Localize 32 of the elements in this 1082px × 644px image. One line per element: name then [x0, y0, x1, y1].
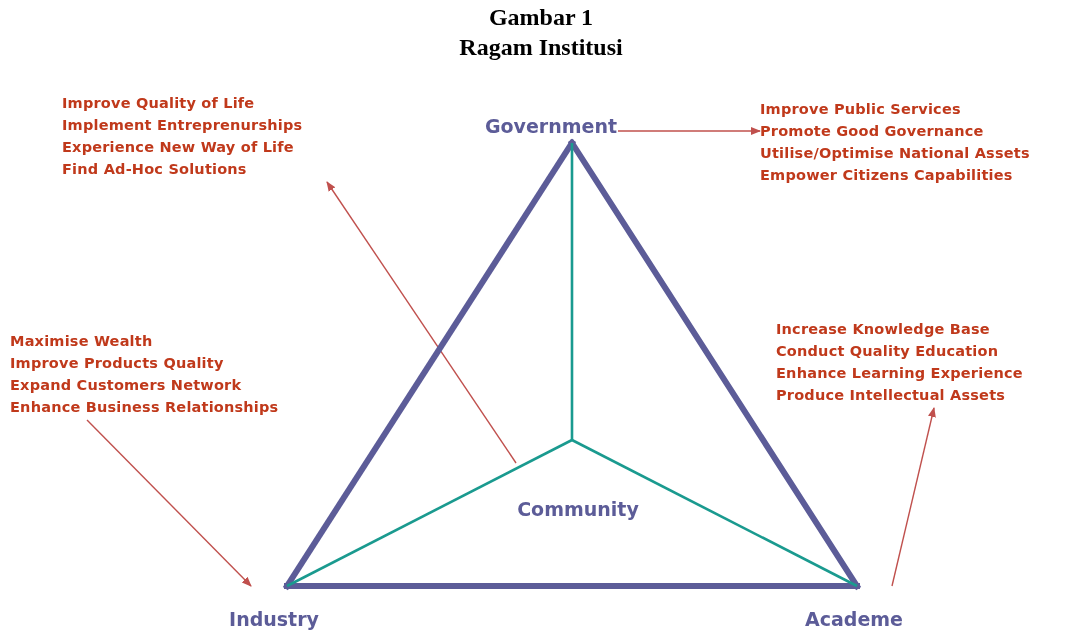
arrow [891, 407, 936, 587]
goal-text: Maximise Wealth [10, 332, 154, 351]
connector-line [571, 438, 858, 588]
figure-title: Ragam Institusi [459, 34, 623, 60]
arrow [617, 127, 761, 135]
goal-text: Increase Knowledge Base [776, 320, 991, 339]
goal-text: Enhance Learning Experience [776, 364, 1024, 383]
arrow [86, 419, 252, 587]
triangle-side [284, 140, 575, 589]
goal-text: Experience New Way of Life [62, 138, 295, 157]
goal-text: Conduct Quality Education [776, 342, 1000, 361]
institution-label: Government [484, 115, 618, 137]
goal-text: Improve Products Quality [10, 354, 225, 373]
triangle-side [569, 140, 860, 589]
triangle-side [284, 583, 860, 589]
goal-text: Expand Customers Network [10, 376, 243, 395]
arrow [326, 181, 517, 464]
goal-text: Improve Public Services [760, 100, 962, 119]
institution-label: Community [517, 498, 639, 520]
goal-text: Empower Citizens Capabilities [760, 166, 1014, 185]
goal-text: Enhance Business Relationships [10, 398, 280, 417]
institution-label: Academe [805, 608, 903, 630]
connector-line [570, 143, 574, 440]
goal-text: Find Ad-Hoc Solutions [62, 160, 248, 179]
connector-line [286, 438, 573, 588]
goal-text: Improve Quality of Life [62, 94, 256, 113]
goal-text: Promote Good Governance [760, 122, 985, 141]
figure-title: Gambar 1 [488, 4, 594, 30]
goal-text: Produce Intellectual Assets [776, 386, 1007, 405]
goal-text: Implement Entreprenurships [62, 116, 304, 135]
institution-label: Industry [229, 608, 319, 630]
goal-text: Utilise/Optimise National Assets [760, 144, 1031, 163]
